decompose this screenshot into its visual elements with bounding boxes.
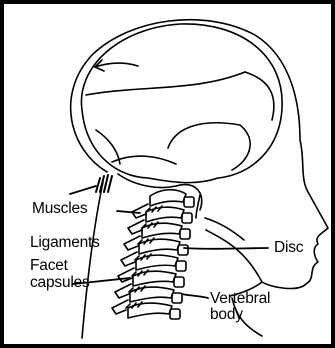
brain-fold <box>168 123 250 170</box>
label-ligaments: Ligaments <box>30 235 100 251</box>
muscle-fiber <box>96 178 100 192</box>
brain-outline <box>81 24 282 183</box>
muscle-fiber <box>108 176 112 192</box>
vertebra <box>150 190 186 206</box>
leader-muscles <box>70 186 96 194</box>
vertebra <box>142 223 182 238</box>
jaw-outline <box>206 230 262 282</box>
arrow-icon <box>95 63 138 67</box>
leader-ligaments <box>117 211 140 213</box>
brain-fold <box>112 156 176 164</box>
brain-fold <box>86 72 245 95</box>
label-muscles: Muscles <box>32 201 87 217</box>
label-facet-line2: capsules <box>30 275 90 291</box>
leader-disc <box>184 248 268 249</box>
label-facet-line1: Facet <box>30 258 68 274</box>
brain-fold <box>245 72 274 120</box>
brain-fold <box>96 130 120 164</box>
leader-vertebral <box>182 294 208 298</box>
label-vertebral-line2: body <box>210 307 243 323</box>
label-vertebral-line1: Vertebral <box>210 291 270 307</box>
cervical-spine <box>112 190 194 319</box>
label-disc: Disc <box>274 240 303 256</box>
vertebra <box>146 207 184 222</box>
